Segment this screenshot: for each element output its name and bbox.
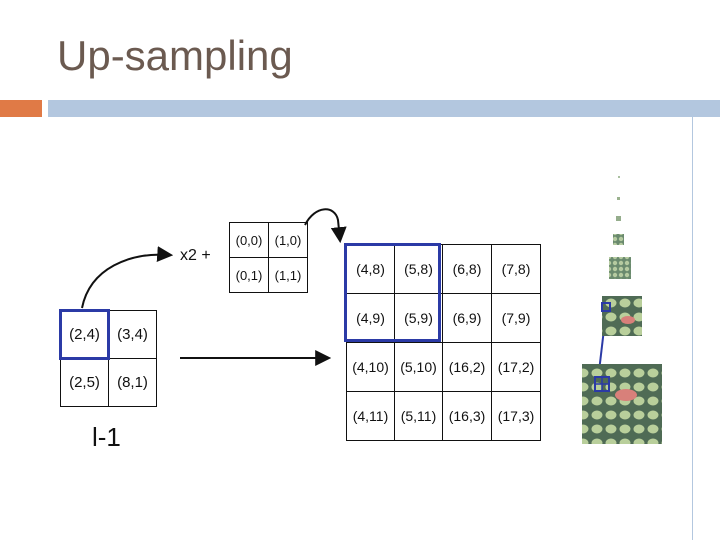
fine-cell: (5,10) <box>395 343 443 392</box>
offset-cell: (1,0) <box>269 223 308 258</box>
slide-title: Up-sampling <box>57 32 293 79</box>
accent-bar-blue <box>48 100 720 117</box>
offset-grid: (0,0) (1,0) (0,1) (1,1) <box>229 222 308 293</box>
arrow-coarse-to-plus <box>81 246 174 309</box>
fine-cell: (5,9) <box>395 294 443 343</box>
multiplier-label: x2 + <box>180 247 211 264</box>
fine-cell: (4,11) <box>347 392 395 441</box>
fine-cell: (17,2) <box>492 343 541 392</box>
fine-cell: (7,9) <box>492 294 541 343</box>
divider-line <box>692 117 693 540</box>
fine-cell: (6,9) <box>443 294 492 343</box>
fine-cell: (4,10) <box>347 343 395 392</box>
fine-grid: (4,8) (5,8) (6,8) (7,8) (4,9) (5,9) (6,9… <box>346 244 541 441</box>
offset-cell: (1,1) <box>269 258 308 293</box>
coarse-cell: (3,4) <box>109 311 157 359</box>
arrow-offset-to-fine <box>304 208 347 244</box>
fine-highlight <box>344 243 441 342</box>
fine-cell: (16,3) <box>443 392 492 441</box>
coarse-cell: (2,5) <box>61 359 109 407</box>
fine-cell: (5,11) <box>395 392 443 441</box>
offset-cell: (0,0) <box>230 223 269 258</box>
accent-bar-orange <box>0 100 42 117</box>
fine-cell: (4,9) <box>347 294 395 343</box>
fine-cell: (5,8) <box>395 245 443 294</box>
fine-cell: (7,8) <box>492 245 541 294</box>
fine-cell: (16,2) <box>443 343 492 392</box>
coarse-cell: (8,1) <box>109 359 157 407</box>
offset-cell: (0,1) <box>230 258 269 293</box>
fine-cell: (4,8) <box>347 245 395 294</box>
fine-cell: (17,3) <box>492 392 541 441</box>
coarse-highlight <box>59 309 110 360</box>
texture-pyramid-image <box>582 176 662 444</box>
level-label: l-1 <box>92 422 121 452</box>
coarse-grid: (2,4) (3,4) (2,5) (8,1) <box>60 310 157 407</box>
fine-cell: (6,8) <box>443 245 492 294</box>
